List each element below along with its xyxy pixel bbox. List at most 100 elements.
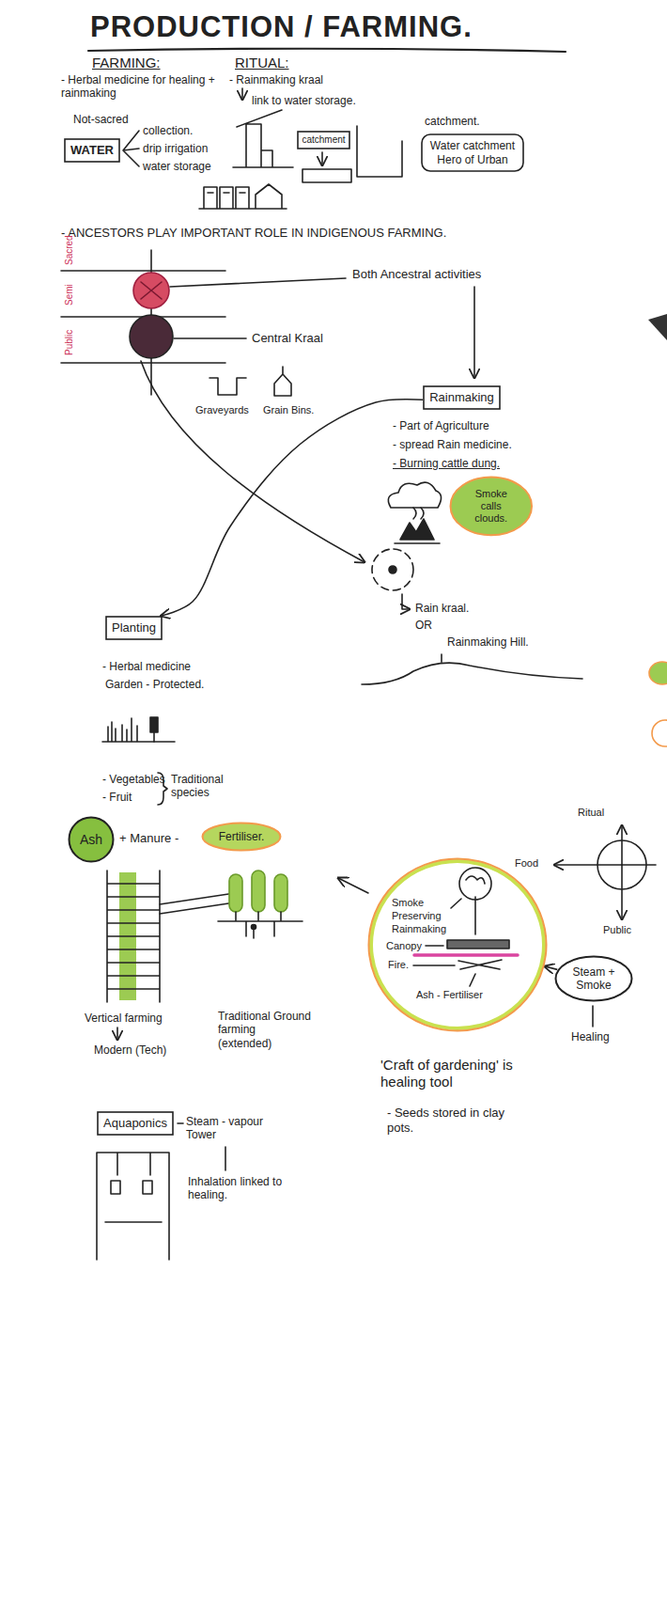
node-text: WATER xyxy=(70,142,114,158)
zone-lines xyxy=(61,249,226,395)
buildings-sketch xyxy=(199,184,287,209)
steam-circle: Steam + Smoke xyxy=(554,954,634,1002)
note-text: - spread Rain medicine. xyxy=(392,437,512,451)
node-body: Aquaponics xyxy=(103,1115,168,1131)
note-text: Rain kraal. xyxy=(415,601,469,615)
leader-line xyxy=(173,337,247,340)
building-sketch xyxy=(232,109,294,168)
axis-line xyxy=(621,863,656,866)
kraal-centre xyxy=(388,565,397,574)
tree-crown xyxy=(465,875,485,884)
note-text: Not-sacred xyxy=(73,112,129,126)
leader-line xyxy=(450,898,462,908)
note-text: catchment. xyxy=(424,114,481,128)
note-text: Inhalation linked to healing. xyxy=(187,1174,301,1202)
edge-fragment xyxy=(649,661,667,684)
bridge-sketch xyxy=(159,892,235,914)
hatch xyxy=(140,281,162,299)
node-text: Fire. xyxy=(387,958,409,972)
note-text: Grain Bins. xyxy=(263,403,314,417)
canopy-bar xyxy=(447,939,510,948)
connector-arrow xyxy=(161,399,423,616)
highlight-ellipse: Fertiliser. xyxy=(201,821,282,852)
hill-line xyxy=(361,653,583,684)
note-text: - Herbal medicine for healing + rainmaki… xyxy=(61,73,221,101)
node-body: Planting xyxy=(111,620,156,636)
outline xyxy=(69,817,114,862)
axis-arrow xyxy=(620,824,623,865)
smoke-lines xyxy=(413,507,424,519)
note-text: - Burning cattle dung. xyxy=(392,456,500,470)
tower-sketch xyxy=(107,869,160,1002)
node-text: Planting xyxy=(111,620,156,636)
axis-arrow xyxy=(554,863,622,866)
node-text: Ash - Fertiliser xyxy=(416,988,483,1002)
note-text: Sacred xyxy=(63,234,76,265)
edge-fragment xyxy=(648,313,667,341)
note-text: Public xyxy=(63,329,76,356)
person-sketch xyxy=(252,929,255,938)
note-text: Garden - Protected. xyxy=(105,677,204,691)
note-text: Food xyxy=(514,856,539,869)
aquaponics-sketch xyxy=(110,1179,121,1194)
note-text: - Rainmaking kraal xyxy=(229,73,324,87)
note-text: Steam - vapour Tower xyxy=(186,1114,280,1142)
node-body: Ash xyxy=(79,831,103,848)
node-body: Rainmaking xyxy=(429,389,495,405)
note-text: - Part of Agriculture xyxy=(392,418,490,433)
node-text: Fertiliser. xyxy=(218,829,265,843)
note-text: - Fruit xyxy=(102,790,132,804)
tree-trunk xyxy=(474,896,477,934)
ash-circle: Ash xyxy=(67,815,115,863)
note-text: Graveyards xyxy=(195,403,249,417)
title-underline xyxy=(88,48,566,52)
granary-icon xyxy=(274,366,292,396)
connector-arrow xyxy=(544,965,558,969)
outline xyxy=(450,477,533,536)
leader-line xyxy=(177,1121,184,1124)
aquaponics-sketch xyxy=(142,1179,153,1194)
note-box: Water catchment Hero of Urban xyxy=(420,133,525,172)
note-text: Both Ancestral activities xyxy=(352,266,481,282)
left-arrow xyxy=(338,877,369,893)
note-text: Ritual xyxy=(577,806,605,819)
cloud-sketch xyxy=(387,481,441,508)
outline xyxy=(297,131,350,149)
leader-line xyxy=(413,963,455,966)
leader-line xyxy=(425,944,444,947)
note-text: Modern (Tech) xyxy=(93,1042,167,1056)
fire-circle: Smoke Preserving RainmakingCanopyFire.As… xyxy=(367,856,548,1032)
note-text: Semi xyxy=(63,283,76,306)
tree-sketch xyxy=(274,873,288,912)
fire-sketch xyxy=(400,518,435,540)
leader-line xyxy=(170,278,346,287)
note-text: Healing xyxy=(571,1029,610,1043)
note-text: + Manure - xyxy=(119,830,179,846)
tree-trunk xyxy=(153,731,156,742)
tree-sketch xyxy=(229,873,243,912)
note-text: Vertical farming xyxy=(84,1010,163,1024)
ground-line xyxy=(394,542,440,544)
outline xyxy=(369,858,547,1031)
note-text: link to water storage. xyxy=(251,93,357,108)
page-title: PRODUCTION / FARMING. xyxy=(90,9,473,45)
rainmaking-box: Rainmaking xyxy=(422,385,501,410)
leader-line xyxy=(591,1005,594,1026)
note-text: water storage xyxy=(142,159,212,173)
curved-arrow xyxy=(140,360,365,562)
down-arrow xyxy=(116,1026,119,1040)
outline xyxy=(423,386,500,409)
node-body: Fertiliser. xyxy=(218,829,265,843)
sacred-circle xyxy=(133,272,170,309)
node-text: catchment xyxy=(301,134,345,146)
outline xyxy=(97,1111,173,1134)
note-text: FARMING: xyxy=(92,54,161,72)
note-text: Public xyxy=(603,923,632,936)
node-text: Rainmaking xyxy=(429,389,495,405)
down-arrow xyxy=(321,152,324,166)
note-text: - Seeds stored in clay pots. xyxy=(387,1104,519,1134)
kraal-circle xyxy=(129,314,173,358)
node-text: Smoke calls clouds. xyxy=(465,487,518,526)
